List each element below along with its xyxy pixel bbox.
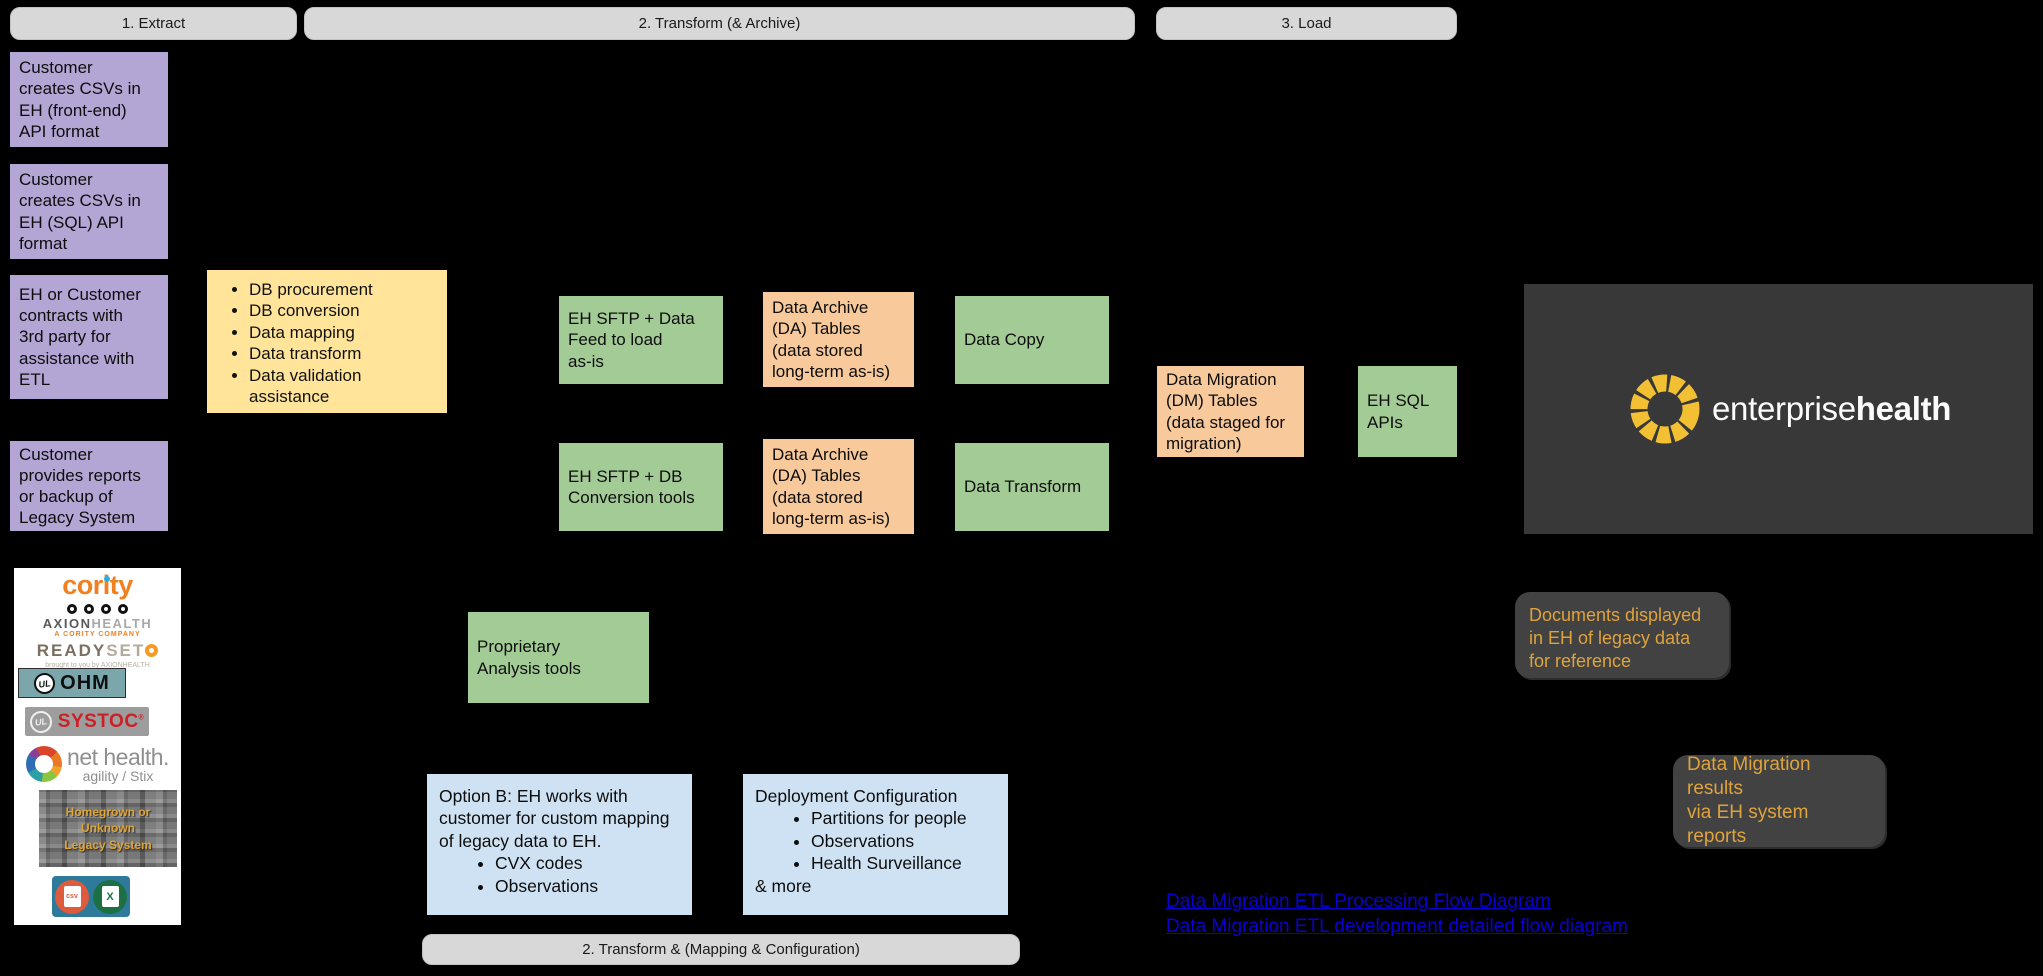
csv-file-icon: csv — [55, 879, 89, 914]
option-b-intro: Option B: EH works with customer for cus… — [439, 786, 670, 851]
box-data-archive-tables-top: Data Archive (DA) Tables (data stored lo… — [763, 292, 914, 387]
legacy-systems-panel: cority AXIONHEALTH A CORITY COMPANY READ… — [14, 568, 181, 925]
box-legacy-reports: Customer provides reports or backup of L… — [10, 441, 168, 531]
nethealth-logo: net health. agility / Stix — [14, 744, 181, 784]
list-item: Data transform — [249, 343, 439, 364]
registered-mark: ® — [138, 714, 145, 722]
box-data-copy: Data Copy — [955, 296, 1109, 384]
ready-word: READY — [36, 641, 107, 660]
list-item: Observations — [495, 875, 680, 897]
set-word: SET — [106, 641, 146, 660]
systoc-wordmark: SYSTOC® — [57, 710, 145, 732]
eh-sun-icon — [1630, 374, 1700, 444]
legacy-system-photo: Homegrown or Unknown Legacy System — [39, 790, 177, 867]
axion-dot-red-icon — [67, 604, 77, 614]
nethealth-name: net health. — [67, 744, 169, 770]
ohm-logo: UL OHM — [18, 668, 126, 698]
box-proprietary-analysis: Proprietary Analysis tools — [468, 612, 649, 703]
deployment-list: Partitions for peopleObservationsHealth … — [755, 807, 996, 874]
readyset-target-icon — [145, 644, 159, 657]
list-item: Health Surveillance — [811, 852, 996, 874]
link-group: Data Migration ETL Processing Flow Diagr… — [1166, 891, 1628, 938]
list-item: Observations — [811, 830, 996, 852]
list-item: Partitions for people — [811, 807, 996, 829]
axion-dot-blue-icon — [118, 604, 128, 614]
excel-doc-glyph: X — [101, 886, 119, 907]
file-icons-strip: csv X — [52, 876, 130, 917]
link-etl-development-flow-diagram[interactable]: Data Migration ETL development detailed … — [1166, 916, 1628, 937]
axion-dot-green-icon — [101, 604, 111, 614]
deployment-footer: & more — [755, 875, 812, 896]
nethealth-ring-icon — [26, 746, 63, 782]
excel-file-icon: X — [93, 879, 127, 914]
cority-logo: cority — [14, 570, 181, 601]
axion-health-logo: AXIONHEALTH — [14, 616, 181, 631]
box-etl-assistance: DB procurementDB conversionData mappingD… — [207, 270, 447, 413]
ohm-wordmark: OHM — [60, 671, 110, 694]
box-eh-sql-apis: EH SQL APIs — [1358, 366, 1457, 457]
homegrown-label: Homegrown or Unknown Legacy System — [64, 805, 152, 852]
axion-dot-orange-icon — [84, 604, 94, 614]
cority-i-dot-icon — [104, 576, 110, 582]
systoc-logo: UL SYSTOC® — [25, 707, 149, 736]
csv-doc-glyph: csv — [63, 886, 81, 907]
callout-documents-displayed: Documents displayed in EH of legacy data… — [1515, 592, 1729, 678]
deployment-title: Deployment Configuration — [755, 786, 958, 806]
stage-bar-transform-archive: 2. Transform (& Archive) — [304, 7, 1135, 40]
box-third-party-etl: EH or Customer contracts with 3rd party … — [10, 275, 168, 399]
axion-word: AXION — [42, 616, 92, 631]
list-item: DB procurement — [249, 279, 439, 300]
box-sftp-db-conversion: EH SFTP + DB Conversion tools — [559, 443, 723, 531]
nethealth-subtitle: agility / Stix — [82, 768, 154, 784]
stage-bar-load: 3. Load — [1156, 7, 1457, 40]
axion-dots-icon — [14, 604, 181, 614]
callout-migration-results: Data Migration results via EH system rep… — [1673, 754, 1885, 847]
readyset-logo: READYSET — [14, 641, 181, 661]
enterprise-health-wordmark: enterprisehealth — [1712, 390, 1951, 428]
list-item: DB conversion — [249, 300, 439, 321]
etl-assistance-list: DB procurementDB conversionData mappingD… — [213, 279, 439, 407]
ul-icon: UL — [32, 671, 57, 695]
eh-word-health: health — [1855, 390, 1952, 427]
list-item: Data validation assistance — [249, 365, 439, 408]
cority-wordmark: cority — [62, 570, 133, 600]
stage-bar-extract: 1. Extract — [10, 7, 297, 40]
box-sftp-data-feed: EH SFTP + Data Feed to load as-is — [559, 296, 723, 384]
list-item: CVX codes — [495, 852, 680, 874]
box-option-b-mapping: Option B: EH works with customer for cus… — [427, 774, 692, 915]
eh-word-enterprise: enterprise — [1712, 390, 1856, 427]
option-b-list: CVX codesObservations — [439, 852, 680, 897]
health-word: HEALTH — [91, 616, 153, 631]
enterprise-health-panel: enterprisehealth — [1524, 284, 2033, 534]
box-data-transform: Data Transform — [955, 443, 1109, 531]
nethealth-wordmark: net health. agility / Stix — [67, 744, 169, 784]
box-deployment-configuration: Deployment Configuration Partitions for … — [743, 774, 1008, 915]
box-customer-csv-sql: Customer creates CSVs in EH (SQL) API fo… — [10, 164, 168, 259]
box-data-archive-tables-bottom: Data Archive (DA) Tables (data stored lo… — [763, 439, 914, 534]
list-item: Data mapping — [249, 322, 439, 343]
box-data-migration-tables: Data Migration (DM) Tables (data staged … — [1157, 366, 1304, 457]
readyset-tagline: brought to you by AXIONHEALTH — [45, 662, 150, 669]
link-etl-processing-flow-diagram[interactable]: Data Migration ETL Processing Flow Diagr… — [1166, 891, 1551, 912]
axion-tagline: A CORITY COMPANY — [54, 631, 141, 638]
box-customer-csv-frontend: Customer creates CSVs in EH (front-end) … — [10, 52, 168, 147]
ul-icon: UL — [28, 709, 54, 734]
stage-bar-transform-mapping: 2. Transform & (Mapping & Configuration) — [422, 934, 1020, 965]
